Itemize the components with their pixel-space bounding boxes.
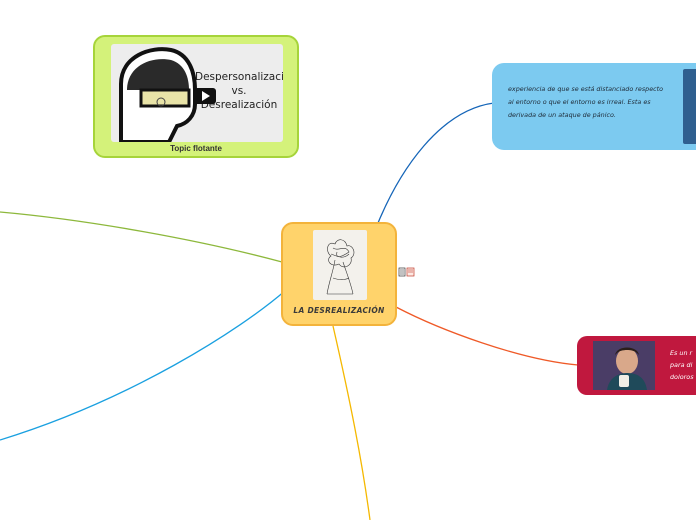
play-icon[interactable] [194,88,216,104]
blue-topic[interactable]: experiencia de que se está distanciado r… [492,63,696,150]
red-topic-line-3: doloros [670,373,694,381]
red-topic[interactable]: Es un r para di doloros [577,336,696,395]
sad-figure-illustration [326,239,355,295]
connector-green-left [0,211,283,263]
video-title-line-3: Desrealización [200,99,278,111]
video-title-line-2: vs. [231,85,247,97]
central-topic-label: LA DESREALIZACIÓN [293,306,385,315]
blue-topic-line-3: derivada de un ataque de pánico. [508,111,616,119]
red-topic-line-1: Es un r [670,349,693,357]
floating-topic-label: Topic flotante [170,144,222,153]
man-portrait-illustration [593,341,655,390]
attachment-icon [406,267,415,277]
video-title: Despersonalización vs. Desrealización [195,70,283,112]
connector-yellow [332,325,371,520]
floating-topic[interactable]: Despersonalización vs. Desrealización To… [93,35,299,158]
connector-blue-left [0,289,287,441]
connector-orange-red [395,306,579,366]
blue-topic-line-1: experiencia de que se está distanciado r… [508,85,664,93]
central-topic-image [313,230,367,300]
blue-topic-line-2: al entorno o que el entorno es irreal. E… [508,98,651,106]
notes-icon [398,267,406,277]
connector-dark-blue [377,102,495,224]
video-thumbnail[interactable]: Despersonalización vs. Desrealización [111,44,283,142]
blue-topic-text: experiencia de que se está distanciado r… [508,83,676,122]
central-topic[interactable]: LA DESREALIZACIÓN [281,222,397,326]
blue-topic-image [683,69,696,144]
red-topic-text: Es un r para di doloros [670,347,696,383]
red-topic-image [593,341,655,390]
red-topic-line-2: para di [670,361,693,369]
video-title-line-1: Despersonalización [195,71,283,83]
head-illustration [119,47,197,142]
central-topic-icons[interactable] [398,267,416,277]
